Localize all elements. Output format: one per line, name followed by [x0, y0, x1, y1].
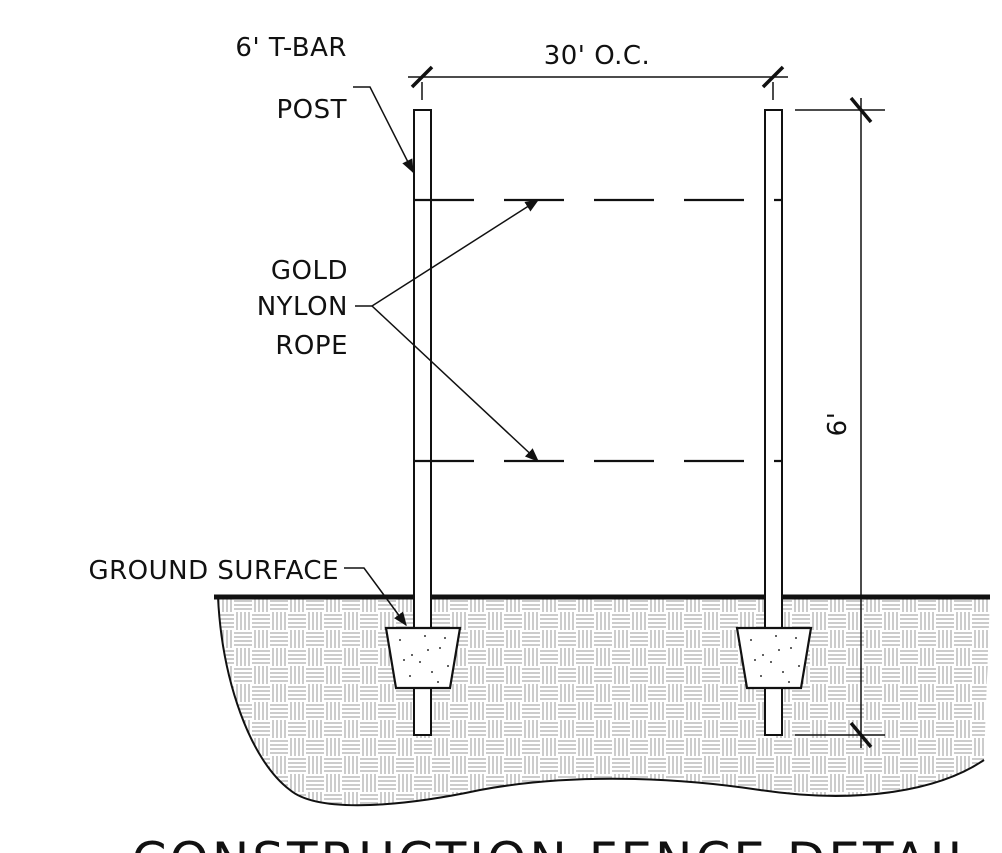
rope-leader-upper — [371, 199, 540, 307]
right-footing — [735, 626, 813, 690]
post-label-line1: 6' T-BAR — [235, 33, 347, 63]
rope-label-line3: ROPE — [275, 331, 348, 361]
post-leader — [353, 86, 414, 174]
left-post — [413, 109, 432, 736]
left-footing — [384, 626, 462, 690]
height-dimension-text: 6' — [823, 412, 853, 437]
spacing-dimension — [408, 65, 788, 100]
ground-label: GROUND SURFACE — [88, 556, 339, 586]
right-post — [764, 109, 783, 736]
drawing-title: CONSTRUCTION FENCE DETAIL — [132, 832, 979, 853]
rope-leader-lower — [371, 305, 540, 462]
spacing-dimension-text: 30' O.C. — [544, 41, 651, 71]
rope-label-line2: NYLON — [257, 292, 348, 322]
post-label-line2: POST — [276, 95, 347, 125]
soil-section — [217, 596, 990, 807]
rope-label-line1: GOLD — [271, 256, 348, 286]
ground-leader — [344, 567, 407, 627]
height-dimension — [795, 96, 885, 749]
